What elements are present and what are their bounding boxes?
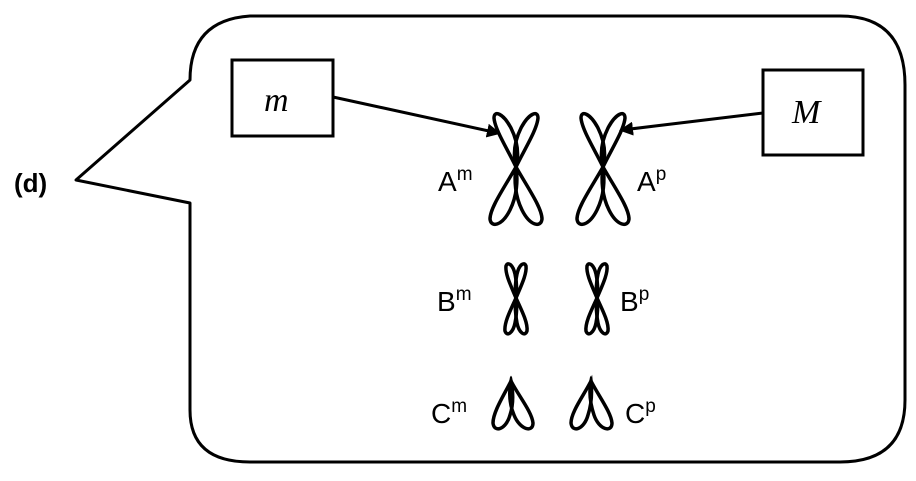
chromosome-B-maternal xyxy=(503,262,529,336)
label-A-maternal: Am xyxy=(438,164,473,197)
speech-bubble-outline xyxy=(74,14,907,464)
label-A-paternal: Ap xyxy=(637,164,666,197)
chromosome-A-maternal xyxy=(488,111,544,227)
box-m-label: m xyxy=(264,82,289,119)
label-C-maternal: Cm xyxy=(431,396,467,429)
panel-label: (d) xyxy=(14,168,47,198)
label-C-paternal: Cp xyxy=(625,396,656,429)
box-M-label: M xyxy=(791,94,822,131)
label-B-paternal: Bp xyxy=(620,284,649,317)
chromosome-C-paternal xyxy=(569,374,614,431)
arrow-m-to-A xyxy=(332,95,501,138)
chromosome-B-paternal xyxy=(584,262,610,336)
chromosome-C-maternal xyxy=(491,375,535,431)
chromosome-A-paternal xyxy=(575,111,631,227)
label-B-maternal: Bm xyxy=(437,284,472,317)
arrow-M-to-A xyxy=(619,111,764,136)
box-M xyxy=(761,68,865,157)
